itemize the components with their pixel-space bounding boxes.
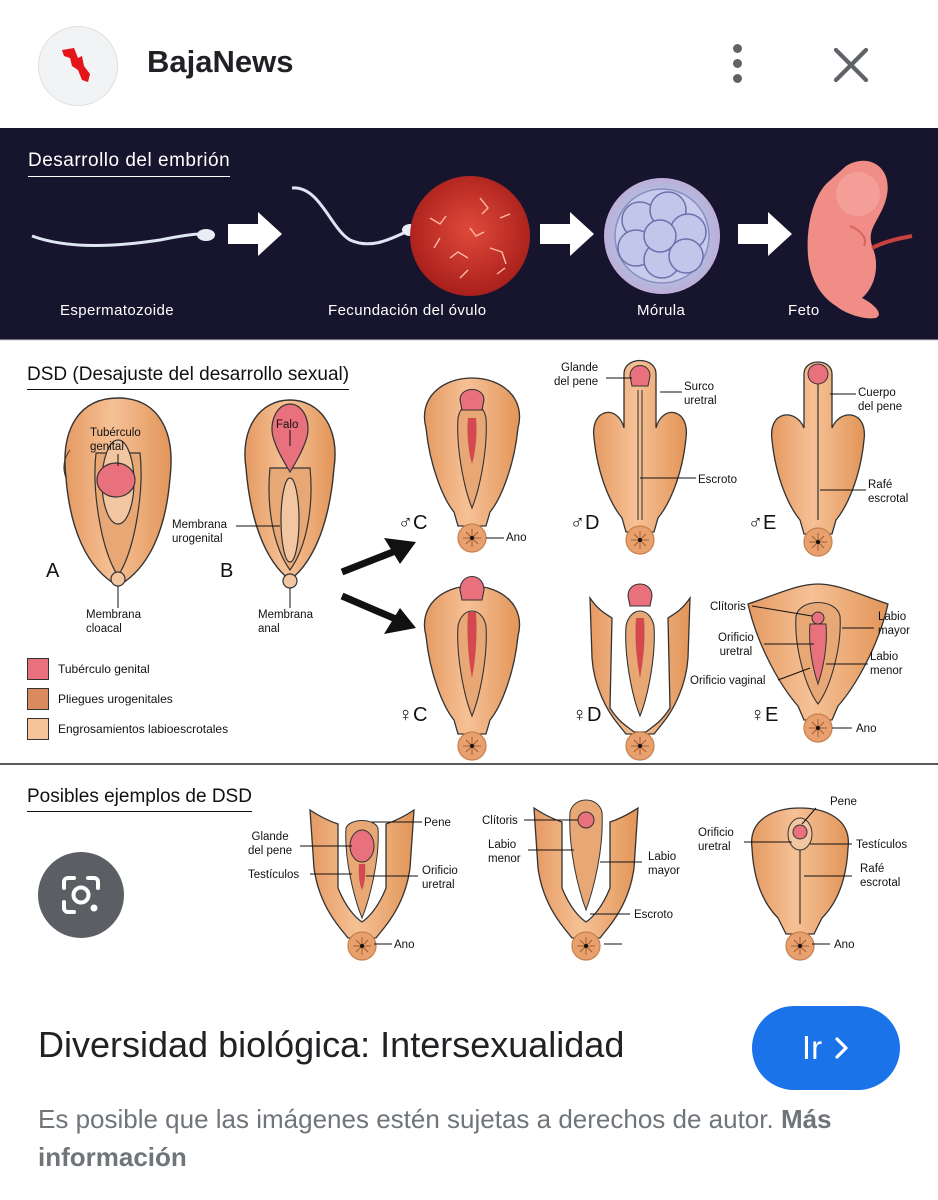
label-female-d: ♀D [572, 704, 602, 726]
baja-california-map-icon [62, 48, 90, 82]
label-surco-uretral: Surco uretral [684, 381, 717, 407]
label-ano: Ano [506, 532, 527, 544]
legend-swatch [27, 718, 49, 740]
copyright-notice: Es posible que las imágenes estén sujeta… [38, 1100, 908, 1176]
label-labio-menor: Labio menor [870, 651, 903, 677]
label-ano: Ano [856, 723, 877, 735]
label-female-c: ♀C [398, 704, 428, 726]
label-escroto: Escroto [634, 909, 673, 921]
stage-label: Espermatozoide [60, 302, 174, 319]
stage-label: Fecundación del óvulo [328, 302, 487, 319]
dsd-title: DSD (Desajuste del desarrollo sexual) [27, 364, 350, 390]
examples-title: Posibles ejemplos de DSD [27, 786, 252, 812]
label-male-e: ♂E [748, 512, 777, 534]
label-orificio-vaginal: Orificio vaginal [690, 675, 766, 687]
stage-label: Feto [788, 302, 820, 319]
label-rafe-escrotal: Rafé escrotal [860, 863, 901, 889]
more-vert-icon[interactable] [720, 40, 754, 90]
label-glande-del-pene: Glande del pene [248, 831, 293, 857]
result-title[interactable]: Diversidad biológica: Intersexualidad [38, 1024, 625, 1065]
viewer-header: BajaNews [0, 0, 938, 128]
legend-label: Engrosamientos labioescrotales [58, 722, 229, 736]
dsd-anatomy-illustration [0, 339, 938, 961]
legend-label: Tubérculo genital [58, 662, 150, 676]
label-membrana-cloacal: Membrana cloacal [86, 609, 141, 635]
label-tuberculo-genital: Tubérculo genital [90, 427, 141, 453]
label-pene: Pene [830, 796, 857, 808]
close-icon[interactable] [828, 42, 874, 88]
embryo-development-band: Desarrollo del embrión [0, 128, 938, 340]
legend-item: Engrosamientos labioescrotales [27, 718, 228, 740]
embryo-stages-illustration [31, 160, 913, 319]
label-b: B [220, 560, 234, 582]
label-glande-del-pene: Glande del pene [554, 362, 599, 388]
label-clitoris: Clítoris [482, 815, 518, 827]
legend-swatch [27, 688, 49, 710]
label-escroto: Escroto [698, 474, 737, 486]
label-orificio-uretral: Orificio uretral [698, 827, 734, 853]
label-membrana-anal: Membrana anal [258, 609, 313, 635]
label-orificio-uretral: Orificio uretral [422, 865, 458, 891]
copyright-text: Es posible que las imágenes estén sujeta… [38, 1104, 774, 1134]
label-testiculos: Testículos [856, 839, 908, 851]
label-a: A [46, 560, 60, 582]
visit-button[interactable]: Ir [752, 1006, 900, 1090]
google-lens-icon [62, 876, 100, 914]
label-labio-mayor: Labio mayor [648, 851, 680, 877]
label-membrana-urogenital: Membrana urogenital [172, 519, 227, 545]
google-lens-button[interactable] [38, 852, 124, 938]
label-labio-menor: Labio menor [488, 839, 521, 865]
main-image[interactable]: Desarrollo del embrión [0, 128, 938, 973]
legend-item: Tubérculo genital [27, 658, 150, 680]
label-ano: Ano [394, 939, 415, 951]
label-male-c: ♂C [398, 512, 428, 534]
legend-swatch [27, 658, 49, 680]
label-labio-mayor: Labio mayor [878, 611, 910, 637]
chevron-right-icon [835, 1037, 848, 1059]
label-pene: Pene [424, 817, 451, 829]
label-male-d: ♂D [570, 512, 600, 534]
label-clitoris: Clítoris [710, 601, 746, 613]
label-female-e: ♀E [750, 704, 779, 726]
label-ano: Ano [834, 939, 855, 951]
label-testiculos: Testículos [248, 869, 300, 881]
band-title: Desarrollo del embrión [28, 150, 231, 177]
site-logo[interactable] [38, 26, 118, 106]
stage-label: Mórula [637, 302, 686, 319]
legend-label: Pliegues urogenitales [58, 692, 173, 706]
more-info-link[interactable]: Más información [38, 1104, 832, 1172]
label-falo: Falo [276, 419, 299, 431]
site-name[interactable]: BajaNews [147, 44, 294, 79]
visit-button-label: Ir [801, 1029, 823, 1066]
legend-item: Pliegues urogenitales [27, 688, 173, 710]
label-cuerpo-del-pene: Cuerpo del pene [858, 387, 903, 413]
label-rafe-escrotal: Rafé escrotal [868, 479, 909, 505]
label-orificio-uretral: Orificio uretral [718, 632, 754, 658]
